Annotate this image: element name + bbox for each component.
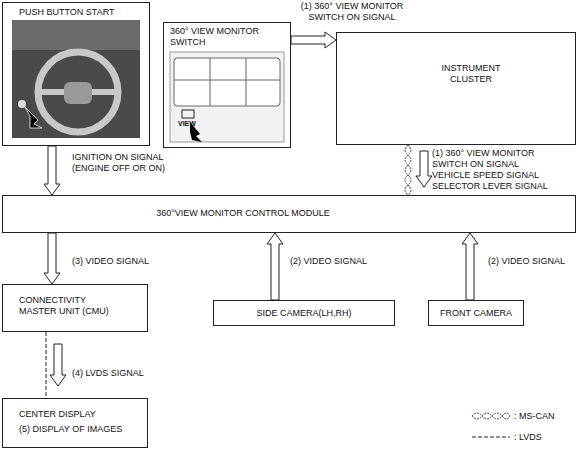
wheel-spoke bbox=[40, 89, 64, 95]
lvds-wire bbox=[46, 332, 47, 398]
legend-twisted-symbol bbox=[472, 413, 510, 419]
signal-label: (2) VIDEO SIGNAL bbox=[290, 256, 400, 267]
signal-connector bbox=[44, 233, 60, 284]
signal-arrow bbox=[462, 233, 478, 300]
component-box: FRONT CAMERA bbox=[428, 300, 524, 326]
dashboard-top bbox=[12, 20, 140, 50]
box-label: CENTER DISPLAY bbox=[19, 409, 144, 420]
signal-label: SELECTOR LEVER SIGNAL bbox=[432, 181, 572, 192]
signal-arrow bbox=[44, 233, 60, 284]
signal-connector bbox=[462, 233, 478, 300]
box-label: PUSH BUTTON START bbox=[19, 7, 149, 18]
signal-connector bbox=[267, 233, 283, 300]
signal-label: (4) LVDS SIGNAL bbox=[72, 368, 182, 379]
component-box: 360°VIEW MONITOR CONTROL MODULE bbox=[2, 195, 576, 233]
pointer-arrow bbox=[25, 107, 42, 128]
box-label: CONNECTIVITY MASTER UNIT (CMU) bbox=[19, 295, 119, 317]
legend-label: : MS-CAN bbox=[514, 411, 580, 422]
signal-arrow bbox=[267, 233, 283, 300]
signal-label: IGNITION ON SIGNAL (ENGINE OFF OR ON) bbox=[72, 152, 182, 174]
steering-wheel bbox=[38, 52, 118, 132]
box-label: 360°VIEW MONITOR CONTROL MODULE bbox=[123, 208, 363, 219]
grid-line bbox=[246, 58, 247, 106]
box-label: 360° VIEW MONITOR SWITCH bbox=[170, 26, 280, 48]
signal-arrow bbox=[291, 32, 336, 48]
component-box: 360° VIEW MONITOR SWITCH bbox=[163, 22, 291, 148]
button-label: VIEW bbox=[178, 119, 208, 128]
box-label: SIDE CAMERA(LH,RH) bbox=[214, 308, 394, 319]
twisted-pair-wire bbox=[405, 145, 411, 195]
signal-connector bbox=[405, 145, 432, 195]
start-button bbox=[18, 100, 26, 108]
legend-dashed-symbol bbox=[472, 437, 510, 438]
signal-connector bbox=[291, 32, 336, 48]
steering-hub bbox=[64, 82, 92, 104]
signal-arrow bbox=[44, 146, 60, 195]
signal-arrow bbox=[416, 151, 432, 187]
wheel-spoke bbox=[92, 89, 116, 95]
signal-connector bbox=[44, 146, 60, 195]
signal-label: (2) VIDEO SIGNAL bbox=[488, 256, 578, 267]
component-box: SIDE CAMERA(LH,RH) bbox=[213, 300, 395, 326]
signal-connector bbox=[46, 332, 66, 398]
signal-label: (3) VIDEO SIGNAL bbox=[72, 256, 182, 267]
dashboard-photo bbox=[12, 20, 140, 138]
component-box: CONNECTIVITY MASTER UNIT (CMU) bbox=[2, 284, 148, 332]
box-sublabel: (5) DISPLAY OF IMAGES bbox=[19, 424, 147, 435]
component-box: PUSH BUTTON START bbox=[2, 2, 150, 146]
twisted-pair-wire bbox=[405, 145, 411, 195]
switch-panel bbox=[170, 52, 284, 142]
box-label: FRONT CAMERA bbox=[429, 308, 523, 319]
component-box: CENTER DISPLAY (5) DISPLAY OF IMAGES bbox=[2, 398, 148, 448]
component-box: INSTRUMENT CLUSTER bbox=[336, 32, 576, 145]
signal-label: (1) 360° VIEW MONITOR SWITCH ON SIGNAL bbox=[293, 1, 411, 23]
legend-label: : LVDS bbox=[514, 432, 580, 443]
signal-arrow bbox=[50, 344, 66, 386]
signal-label: VEHICLE SPEED SIGNAL bbox=[432, 170, 572, 181]
grid-line bbox=[210, 58, 211, 106]
box-label: INSTRUMENT CLUSTER bbox=[426, 63, 516, 85]
legend-twisted-symbol bbox=[472, 413, 510, 419]
grid-line bbox=[174, 80, 280, 81]
camera-icon bbox=[182, 110, 194, 118]
signal-label: (1) 360° VIEW MONITOR SWITCH ON SIGNAL bbox=[432, 148, 552, 170]
switch-screen bbox=[174, 58, 280, 106]
